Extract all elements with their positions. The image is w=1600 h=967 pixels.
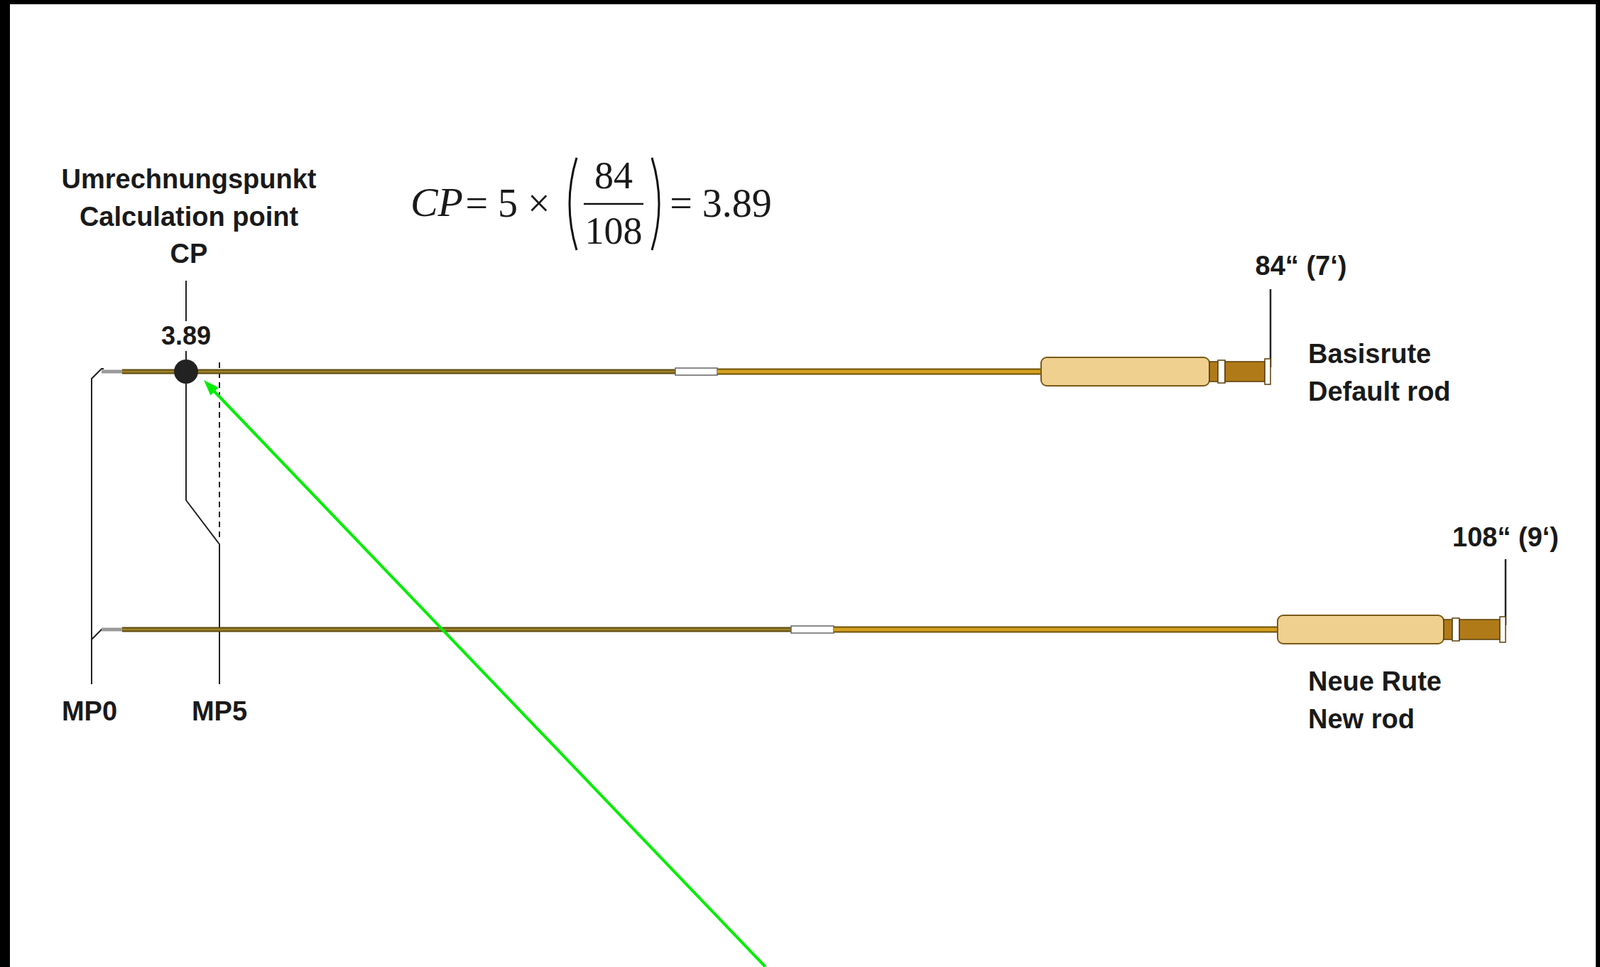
formula-term: = 5 × — [465, 181, 550, 226]
heading-label: Umrechnungspunkt — [61, 164, 317, 195]
rod-label: New rod — [1308, 704, 1415, 735]
formula-denominator: 108 — [585, 210, 643, 253]
formula-numerator: 84 — [594, 154, 633, 197]
value-label: 3.89 — [158, 321, 214, 351]
heading-label: CP — [170, 239, 209, 270]
rod-label: Default rod — [1308, 377, 1451, 407]
length-label: 108“ (9‘) — [1452, 522, 1559, 553]
measure-point-label: MP0 — [61, 696, 118, 727]
page-ground — [9, 4, 1596, 967]
formula-symbol: CP — [410, 179, 464, 226]
rod-label: Basisrute — [1308, 339, 1431, 370]
formula-result: = 3.89 — [669, 181, 772, 226]
measure-point-label: MP5 — [191, 696, 248, 727]
rod-label: Neue Rute — [1308, 666, 1442, 697]
heading-label: Calculation point — [79, 202, 299, 233]
length-label: 84“ (7‘) — [1255, 251, 1348, 282]
